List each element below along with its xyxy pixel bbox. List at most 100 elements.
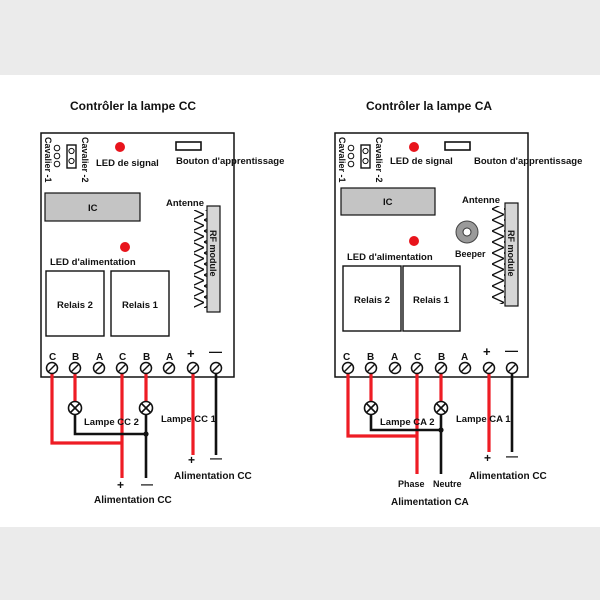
left-panel: Contrôler la lampe CC Cavalier -1 Cavali… [40, 99, 284, 506]
left-terminal-a1 [162, 361, 176, 375]
right-lamp-2-icon [363, 400, 379, 416]
right-rf-module [504, 202, 519, 307]
right-learn-button[interactable] [444, 141, 471, 151]
right-terminal-label-a1: A [461, 352, 468, 363]
right-relay-1-label: Relais 1 [413, 295, 450, 306]
wiring-diagram: Contrôler la lampe CC Cavalier -1 Cavali… [0, 75, 600, 527]
right-antenna-label: Antenne [462, 195, 500, 206]
right-learn-button-label: Bouton d'apprentissage [474, 156, 582, 167]
left-jumper2-label: Cavalier -2 [80, 137, 90, 183]
left-terminal-label-plus: + [187, 346, 195, 361]
left-terminal-label-b2: B [72, 352, 79, 363]
left-ic-label: IC [88, 203, 98, 214]
right-terminal-label-c2: C [343, 352, 350, 363]
left-supply-bottom-label: Alimentation CC [94, 495, 172, 506]
left-terminal-minus [209, 361, 223, 375]
right-signal-led-label: LED de signal [390, 156, 453, 167]
left-terminal-label-c1: C [119, 352, 126, 363]
right-supply-bottom-label: Alimentation CA [391, 497, 469, 508]
right-terminal-a2 [388, 361, 402, 375]
left-supply-right-label: Alimentation CC [174, 471, 252, 482]
left-relay-2 [45, 270, 105, 337]
right-jumper1-label: Cavalier -1 [337, 137, 347, 183]
left-relay-2-label: Relais 2 [57, 300, 93, 311]
right-terminal-a1 [458, 361, 472, 375]
left-terminal-a2 [92, 361, 106, 375]
right-signal-led [409, 142, 419, 152]
left-jumper1-label: Cavalier -1 [43, 137, 53, 183]
right-wires [346, 369, 514, 474]
left-jumpers: Cavalier -1 Cavalier -2 [43, 137, 90, 183]
left-terminal-label-minus: — [209, 344, 222, 359]
right-supply-plus-label: + [484, 451, 491, 465]
right-power-led-label: LED d'alimentation [347, 252, 433, 263]
left-title: Contrôler la lampe CC [70, 99, 196, 113]
right-ic-label: IC [383, 197, 393, 208]
right-supply-minus-label: — [506, 449, 518, 463]
right-power-led [409, 236, 419, 246]
left-signal-led-label: LED de signal [96, 158, 159, 169]
left-wires [50, 369, 218, 478]
left-terminal-labels: C B A C B A + — [49, 344, 222, 363]
left-terminal-b1 [139, 361, 153, 375]
left-signal-led [115, 142, 125, 152]
left-ic-chip [44, 192, 141, 222]
right-terminal-label-minus: — [505, 343, 518, 358]
left-terminal-label-b1: B [143, 352, 150, 363]
left-power-led-label: LED d'alimentation [50, 257, 136, 268]
right-terminal-label-a2: A [391, 352, 398, 363]
right-terminals [341, 361, 519, 375]
left-lamp-2-icon [67, 400, 83, 416]
right-terminal-b1 [434, 361, 448, 375]
right-title: Contrôler la lampe CA [366, 99, 492, 113]
right-terminal-b2 [364, 361, 378, 375]
left-power-led [120, 242, 130, 252]
left-lamp-1-label: Lampe CC 1 [161, 414, 217, 425]
left-learn-button-label: Bouton d'apprentissage [176, 156, 284, 167]
left-supply-plus-label: + [188, 453, 195, 467]
left-relay-1 [110, 270, 170, 337]
right-ic-chip [340, 187, 436, 216]
left-supply-minus-label: — [210, 451, 222, 465]
right-lamp-1-icon [433, 400, 449, 416]
right-terminal-minus [505, 361, 519, 375]
left-terminal-c2 [45, 361, 59, 375]
left-rf-module-label: RF module [208, 230, 218, 277]
right-neutral-label: Neutre [433, 479, 462, 489]
left-supply2-plus-label: + [117, 478, 124, 492]
left-antenna-coil [194, 210, 207, 308]
right-terminal-c2 [341, 361, 355, 375]
right-terminal-label-b2: B [367, 352, 374, 363]
right-terminal-plus [482, 361, 496, 375]
left-learn-button[interactable] [175, 141, 202, 151]
left-terminal-label-a2: A [96, 352, 103, 363]
right-antenna-coil [492, 206, 505, 304]
right-relay-1 [402, 265, 461, 332]
left-rf-module [206, 205, 221, 313]
right-relay-2-label: Relais 2 [354, 295, 390, 306]
right-beeper-label: Beeper [455, 249, 486, 259]
right-rf-module-label: RF module [506, 230, 516, 277]
right-terminal-c1 [410, 361, 424, 375]
left-terminal-label-a1: A [166, 352, 173, 363]
right-supply-right-label: Alimentation CC [469, 471, 547, 482]
left-antenna-label: Antenne [166, 198, 204, 209]
left-terminal-label-c2: C [49, 352, 56, 363]
right-relay-2 [342, 265, 402, 332]
right-terminal-label-b1: B [438, 352, 445, 363]
left-terminal-c1 [115, 361, 129, 375]
left-terminal-b2 [68, 361, 82, 375]
left-terminals [45, 361, 223, 375]
right-lamp-1-label: Lampe CA 1 [456, 414, 511, 425]
left-lamp-1-icon [138, 400, 154, 416]
right-panel: Contrôler la lampe CA Cavalier -1 Cavali… [334, 99, 582, 508]
right-phase-label: Phase [398, 479, 425, 489]
right-lamp-2-label: Lampe CA 2 [380, 417, 435, 428]
left-terminal-plus [186, 361, 200, 375]
left-supply2-minus-label: — [141, 477, 153, 491]
right-jumpers: Cavalier -1 Cavalier -2 [337, 137, 384, 183]
left-relay-1-label: Relais 1 [122, 300, 159, 311]
right-terminal-label-c1: C [414, 352, 421, 363]
right-jumper2-label: Cavalier -2 [374, 137, 384, 183]
left-lamp-2-label: Lampe CC 2 [84, 417, 139, 428]
